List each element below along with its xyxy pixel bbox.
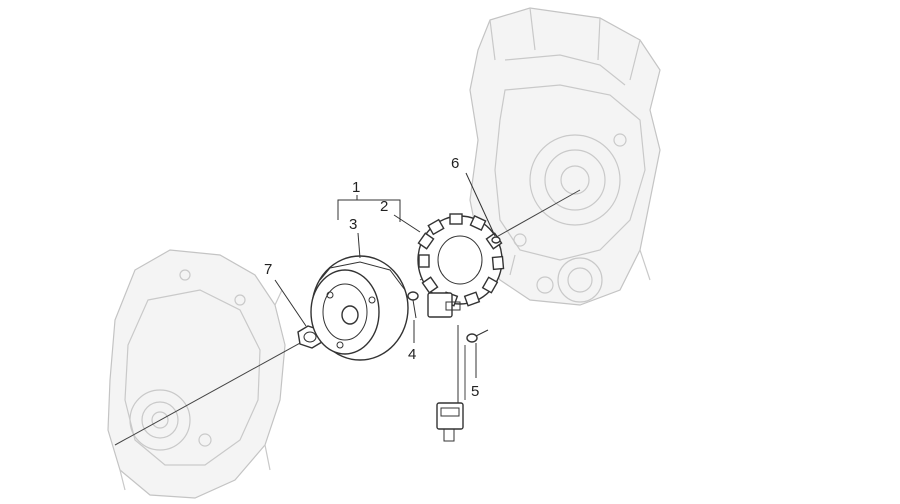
pickup-screw	[466, 329, 489, 343]
callout-5: 5	[471, 383, 479, 400]
flywheel-rotor	[310, 255, 409, 361]
dowel-pin	[491, 236, 501, 244]
callout-4: 4	[408, 346, 416, 363]
stator-screw	[407, 291, 419, 319]
callout-6: 6	[451, 155, 459, 172]
generator-cover-ghost	[107, 249, 286, 499]
pickup-sensor	[427, 292, 461, 318]
wiring-harness-connector	[436, 325, 464, 442]
crankcase-right-ghost	[469, 7, 661, 306]
stator-coil	[417, 213, 505, 307]
callout-1: 1	[352, 179, 360, 196]
callout-7: 7	[264, 261, 272, 278]
callout-3: 3	[349, 216, 357, 233]
leader-lines	[274, 172, 496, 378]
callout-2: 2	[380, 198, 388, 215]
